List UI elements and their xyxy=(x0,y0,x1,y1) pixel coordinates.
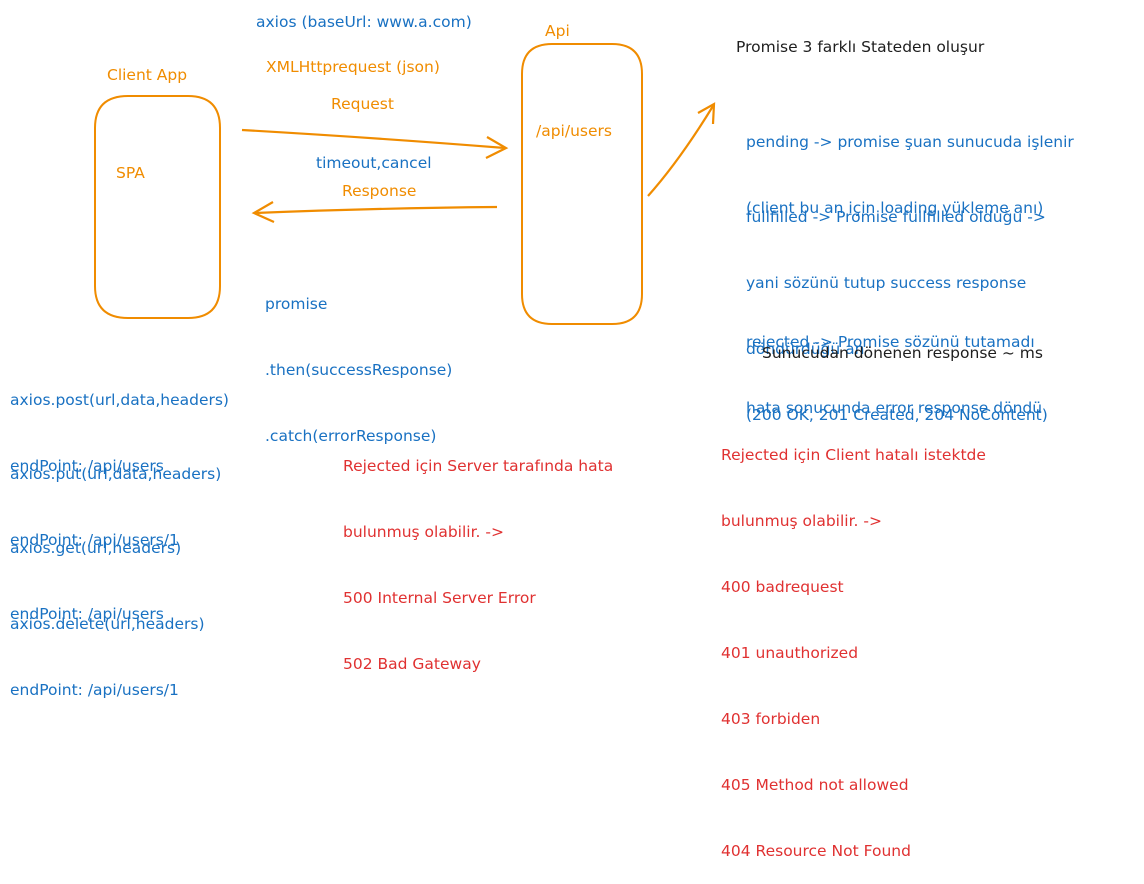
client-error-line: bulunmuş olabilir. -> xyxy=(721,512,882,530)
method-put: axios.put(url,data,headers) endPoint: /a… xyxy=(10,419,221,573)
states-arrow xyxy=(647,105,714,197)
state-pending-line: (client bu an için loading yükleme anı) xyxy=(746,199,1044,217)
client-error-line: 404 Resource Not Found xyxy=(721,842,911,860)
server-error-line: Rejected için Server tarafında hata xyxy=(343,457,614,475)
server-error-line: 502 Bad Gateway xyxy=(343,655,481,673)
method-endpoint: endPoint: /api/users xyxy=(10,457,164,475)
server-error-line: 500 Internal Server Error xyxy=(343,589,536,607)
states-heading: Promise 3 farklı Stateden oluşur xyxy=(736,38,985,56)
api-title: Api xyxy=(545,22,570,40)
client-errors-note: Rejected için Client hatalı istektde bul… xyxy=(721,400,986,884)
response-arrow xyxy=(254,205,498,215)
method-post: axios.post(url,data,headers) endPoint: /… xyxy=(10,345,229,499)
promise-chain-line: .catch(errorResponse) xyxy=(265,427,437,445)
state-fulfilled-line: döndürdüğü an xyxy=(746,340,865,358)
spa-label: SPA xyxy=(116,164,145,182)
state-rejected: rejected -> Promise sözünü tutamadı hata… xyxy=(746,287,1042,441)
timeout-cancel-label: timeout,cancel xyxy=(316,154,432,172)
method-delete: axios.delete(url,headers) endPoint: /api… xyxy=(10,569,205,723)
method-call: axios.get(url,headers) xyxy=(10,539,182,557)
client-error-line: 400 badrequest xyxy=(721,578,844,596)
client-error-line: 401 unauthorized xyxy=(721,644,859,662)
client-error-line: 405 Method not allowed xyxy=(721,776,909,794)
response-timing-note: Sunucudan dönenen response ~ ms xyxy=(762,344,1043,362)
state-pending: pending -> promise şuan sunucuda işlenir… xyxy=(746,87,1074,241)
api-endpoint-label: /api/users xyxy=(536,122,612,140)
method-call: axios.delete(url,headers) xyxy=(10,615,205,633)
promise-chain-line: .then(successResponse) xyxy=(265,361,453,379)
method-endpoint: endPoint: /api/users/1 xyxy=(10,681,179,699)
state-fulfilled-line: (200 OK, 201 Created, 204 NoContent) xyxy=(746,406,1048,424)
state-fulfilled: fullfilled -> Promise fullfilled olduğu … xyxy=(746,162,1048,448)
client-app-title: Client App xyxy=(107,66,188,84)
request-label: Request xyxy=(331,95,394,113)
state-fulfilled-line: fullfilled -> Promise fullfilled olduğu … xyxy=(746,208,1046,226)
method-call: axios.post(url,data,headers) xyxy=(10,391,229,409)
request-arrow xyxy=(241,128,506,150)
api-box xyxy=(521,43,643,325)
axios-base-url-label: axios (baseUrl: www.a.com) xyxy=(256,13,472,31)
client-error-line: Rejected için Client hatalı istektde xyxy=(721,446,986,464)
promise-chain: promise .then(successResponse) .catch(er… xyxy=(265,249,452,469)
method-endpoint: endPoint: /api/users xyxy=(10,605,164,623)
xhr-label: XMLHttprequest (json) xyxy=(266,58,440,76)
state-rejected-line: rejected -> Promise sözünü tutamadı xyxy=(746,333,1035,351)
state-pending-line: pending -> promise şuan sunucuda işlenir xyxy=(746,133,1074,151)
method-get: axios.get(url,headers) endPoint: /api/us… xyxy=(10,493,181,647)
diagram-shapes xyxy=(94,43,716,325)
server-error-line: bulunmuş olabilir. -> xyxy=(343,523,504,541)
server-errors-note: Rejected için Server tarafında hata bulu… xyxy=(343,411,613,697)
state-rejected-line: hata sonucunda error response döndü xyxy=(746,399,1043,417)
response-label: Response xyxy=(342,182,417,200)
method-call: axios.put(url,data,headers) xyxy=(10,465,222,483)
promise-chain-line: promise xyxy=(265,295,328,313)
method-endpoint: endPoint: /api/users/1 xyxy=(10,531,179,549)
client-error-line: 403 forbiden xyxy=(721,710,821,728)
state-fulfilled-line: yani sözünü tutup success response xyxy=(746,274,1027,292)
client-app-box xyxy=(94,95,221,319)
